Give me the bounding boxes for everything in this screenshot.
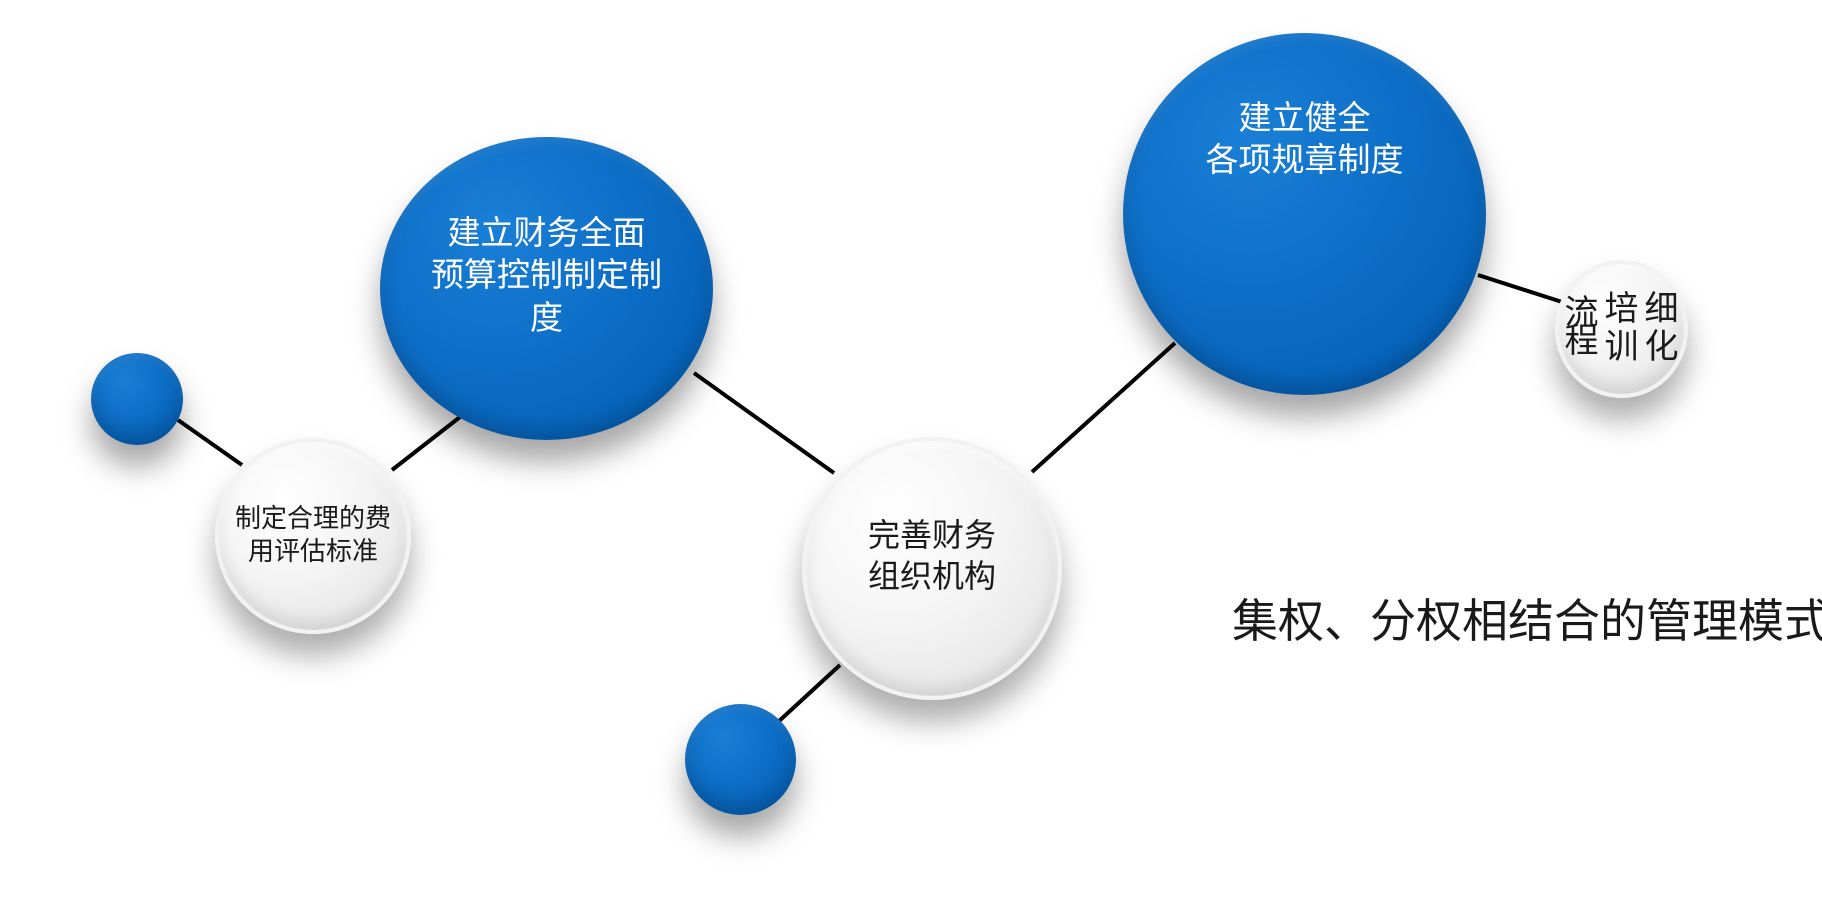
training-char-6: 化 — [1644, 327, 1679, 367]
node-training: 流 培 细 程 训 化 — [1555, 260, 1688, 398]
headline-management-mode: 集权、分权相结合的管理模式 — [1232, 594, 1822, 648]
training-char-3: 细 — [1644, 289, 1679, 330]
training-char-1: 流 — [1564, 293, 1599, 334]
training-char-2: 培 — [1604, 289, 1639, 330]
node-budget-control: 建立财务全面 预算控制制定制 度 — [380, 137, 713, 440]
node-small-blue-left — [91, 353, 183, 445]
connector-rules-to-training — [1477, 273, 1563, 304]
node-budget-control-label: 建立财务全面 预算控制制定制 度 — [431, 213, 662, 337]
node-rules-system: 建立健全 各项规章制度 — [1123, 33, 1486, 395]
node-rules-system-label: 建立健全 各项规章制度 — [1205, 97, 1404, 179]
node-training-label: 流 培 细 程 训 化 — [1565, 292, 1679, 365]
connector-org-to-bottomblue — [776, 663, 842, 724]
node-finance-org: 完善财务 组织机构 — [802, 437, 1062, 700]
node-small-blue-bottom — [685, 704, 796, 815]
training-char-5: 训 — [1604, 327, 1639, 367]
connector-org-to-rules — [1030, 341, 1177, 474]
node-finance-org-label: 完善财务 组织机构 — [867, 515, 996, 595]
node-cost-standard: 制定合理的费 用评估标准 — [215, 438, 411, 634]
training-char-4: 程 — [1564, 321, 1599, 361]
connector-budget-to-org — [692, 371, 836, 475]
node-cost-standard-label: 制定合理的费 用评估标准 — [234, 503, 391, 567]
connector-smallblue-to-standard — [176, 418, 244, 467]
